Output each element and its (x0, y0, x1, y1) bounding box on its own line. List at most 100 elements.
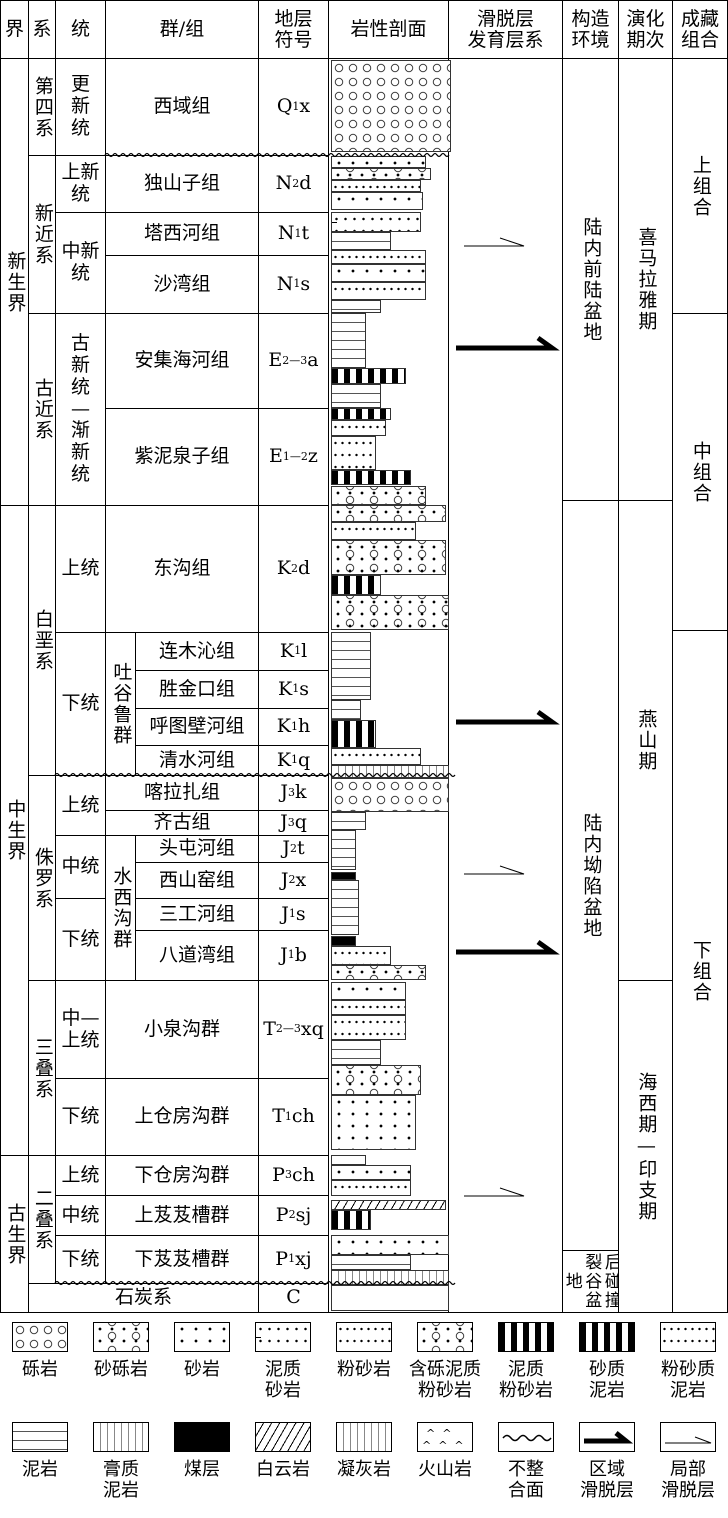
symbol-subscript: 1 (290, 719, 298, 733)
lithology-layer-sandmud (331, 720, 376, 748)
symbol-suffix: l (301, 639, 308, 662)
lithology-layer-sand (331, 264, 426, 282)
local-detachment-arrow-icon (464, 1187, 525, 1197)
local-detachment-arrow-icon (464, 237, 525, 247)
system-cell: 三叠系 (28, 980, 56, 1156)
series-cell-label: 中统 (61, 1203, 100, 1226)
symbol-subscript: 1 (291, 753, 299, 767)
series-cell: 上统 (55, 1155, 106, 1196)
era-cell-label: 古生界 (4, 1202, 27, 1266)
series-cell-label: 下统 (61, 692, 100, 715)
symbol-suffix: q (294, 811, 307, 834)
legend-swatch-silt-icon (336, 1322, 392, 1352)
era-cell-label: 中生界 (4, 799, 27, 862)
evolution-cell-label: 喜马拉雅期 (635, 227, 658, 332)
formation-cell-label: 连木沁组 (158, 639, 235, 662)
era-cell: 新生界 (0, 58, 29, 506)
legend-item: 粉砂质 泥岩 (648, 1322, 728, 1401)
lithology-layer-mud (331, 812, 366, 830)
symbol-subscript: 2 (292, 176, 300, 190)
formation-cell-label: 安集海河组 (134, 349, 230, 372)
formation-cell-label: 清水河组 (158, 748, 235, 771)
formation-cell-label: 紫泥泉子组 (134, 445, 230, 468)
system-cell: 新近系 (28, 155, 56, 314)
lithology-layer-mud (331, 1040, 381, 1065)
legend-swatch-sandmud-icon (498, 1322, 554, 1352)
legend-item: 砂砾岩 (81, 1322, 161, 1381)
series-cell-label: 上统 (61, 793, 100, 816)
header-qunzu-label: 群/组 (159, 18, 205, 41)
symbol-suffix: b (294, 943, 307, 966)
legend-swatch-unconf-icon (498, 1422, 554, 1452)
lithology-layer-mud (331, 300, 381, 313)
system-cell: 古近系 (28, 313, 56, 506)
series-cell-label: 中新统 (61, 240, 100, 284)
formation-cell-label: 塔西河组 (143, 222, 220, 245)
lithology-layer-sandgravel (331, 1065, 421, 1095)
formation-cell: 清水河组 (135, 745, 259, 776)
lithology-layer-mud (331, 700, 361, 720)
play-cell-label: 下组合 (689, 940, 712, 1003)
symbol-suffix: s (300, 272, 311, 295)
lithology-layer-sandgravel (331, 965, 426, 980)
lithology-layer-mud (331, 632, 371, 700)
symbol-suffix: q (298, 748, 311, 771)
formation-cell-label: 沙湾组 (153, 272, 211, 295)
header-lithology: 岩性剖面 (328, 0, 449, 59)
system-cell-label: 三叠系 (31, 1036, 54, 1100)
formation-cell: 上仓房沟群 (105, 1078, 259, 1156)
symbol-subscript: 2 (288, 873, 296, 887)
formation-cell-label: 上芨芨槽群 (134, 1203, 230, 1226)
lithology-layer-gravel (331, 778, 449, 812)
symbol-base: Q (276, 95, 293, 118)
lithology-layer-sandmud (331, 408, 391, 420)
symbol-suffix: k (295, 781, 307, 804)
header-detachment-label: 滑脱层 发育层系 (467, 7, 544, 51)
symbol-subscript: 1 (292, 99, 300, 113)
play-cell-label: 上组合 (689, 154, 712, 218)
legend-label: 含砾泥质 粉砂岩 (409, 1359, 481, 1401)
symbol-suffix: h (297, 715, 311, 738)
formation-cell: 塔西河组 (105, 212, 259, 256)
lithology-layer-silt (331, 1015, 406, 1040)
lithology-layer-mudsand (331, 212, 421, 232)
formation-cell-label: 三工河组 (158, 902, 235, 925)
legend-swatch-tuff-icon (93, 1422, 149, 1452)
lithology-layer-coal (331, 936, 356, 946)
symbol-base: T (272, 1105, 285, 1128)
formation-cell-label: 小泉沟群 (143, 1017, 220, 1040)
symbol-subscript: 2 (289, 841, 297, 855)
symbol-suffix: s (295, 902, 306, 925)
series-cell-label: 上统 (61, 1163, 100, 1186)
legend-swatch-dolo-icon (255, 1422, 311, 1452)
legend-swatch-sandgravel-icon (93, 1322, 149, 1352)
lithology-layer-silt (331, 748, 421, 765)
symbol-base: K (279, 639, 295, 662)
lithology-layer-sandgravel (331, 595, 449, 630)
symbol-subscript: 3 (288, 785, 296, 799)
legend-item: ^ ^^ ^ ^火山岩 (405, 1422, 485, 1481)
series-cell-label: 更新统 (70, 73, 90, 139)
lithology-layer-gravel (331, 60, 451, 152)
legend-swatch-silt-icon (660, 1322, 716, 1352)
lithology-layer-silt (331, 436, 376, 470)
symbol-base: J (280, 781, 289, 804)
evolution-cell-label: 燕山期 (635, 709, 658, 772)
system-cell-label: 古近系 (31, 378, 54, 441)
lithology-layer-sand (331, 1235, 449, 1255)
symbol-base: N (275, 172, 293, 195)
symbol-suffix: sj (295, 1203, 312, 1226)
system-cell-label: 白垩系 (31, 609, 54, 672)
formation-cell-label: 上仓房沟群 (134, 1105, 230, 1128)
formation-cell: 西域组 (105, 58, 259, 156)
legend-item: 泥质 砂岩 (243, 1322, 323, 1401)
formation-cell-label: 喀拉扎组 (143, 781, 220, 804)
lithology-layer-silt (331, 522, 416, 540)
header-tong: 统 (55, 0, 106, 59)
symbol-base: E (268, 349, 283, 372)
